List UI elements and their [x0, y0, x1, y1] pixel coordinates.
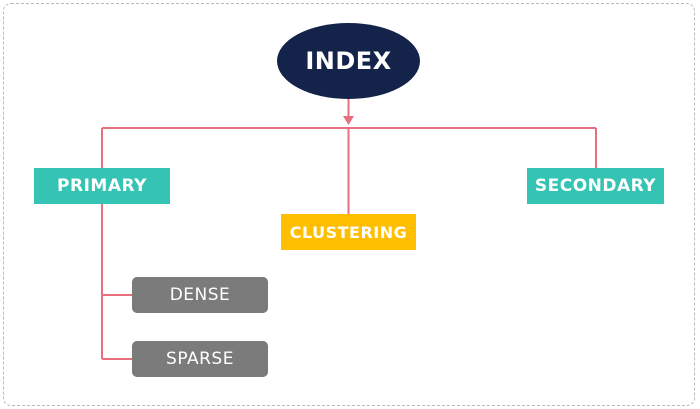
primary-node: PRIMARY — [34, 168, 170, 204]
diagram-frame — [3, 3, 695, 406]
sparse-node: SPARSE — [132, 341, 268, 377]
index-node: INDEX — [277, 23, 420, 99]
secondary-node: SECONDARY — [527, 168, 664, 204]
dense-node: DENSE — [132, 277, 268, 313]
arrowhead-icon — [343, 116, 354, 125]
clustering-label: CLUSTERING — [289, 222, 408, 242]
primary-label: PRIMARY — [57, 176, 147, 196]
clustering-node: CLUSTERING — [281, 214, 416, 250]
index-label: INDEX — [305, 47, 392, 75]
sparse-label: SPARSE — [166, 349, 234, 369]
dense-label: DENSE — [169, 285, 231, 305]
secondary-label: SECONDARY — [534, 176, 657, 196]
